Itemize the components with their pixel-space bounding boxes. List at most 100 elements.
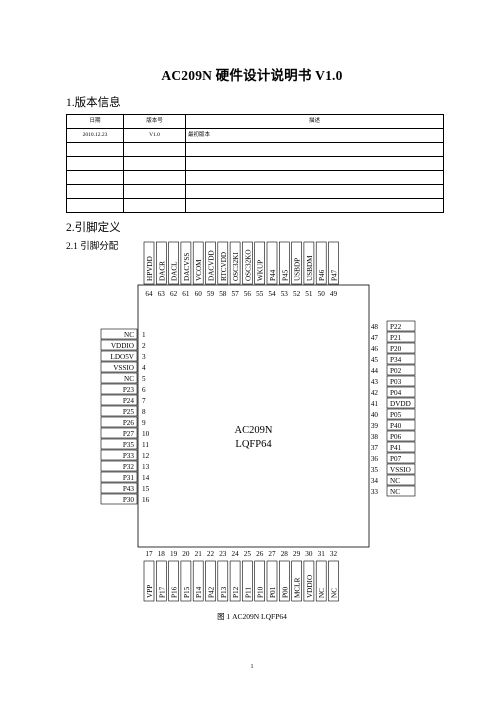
pin-label-box bbox=[100, 493, 138, 505]
pin-label-box bbox=[242, 560, 253, 602]
pin-number: 7 bbox=[142, 397, 146, 405]
pin-number: 13 bbox=[142, 463, 150, 471]
pin-number: 54 bbox=[268, 290, 276, 298]
pin-number: 4 bbox=[142, 364, 146, 372]
pin-number: 27 bbox=[268, 550, 276, 558]
pin-label-box bbox=[100, 328, 138, 340]
pin-number: 37 bbox=[371, 444, 379, 452]
pin-number: 58 bbox=[219, 290, 227, 298]
pin-name: DACVSS bbox=[183, 253, 191, 281]
pin-name: USBDP bbox=[294, 258, 302, 281]
pin-number: 44 bbox=[371, 367, 379, 375]
pin-name: P45 bbox=[281, 269, 289, 281]
pin-name: P33 bbox=[123, 452, 135, 460]
chip-package: LQFP64 bbox=[235, 439, 272, 450]
pin-name: HPVDD bbox=[146, 256, 154, 281]
pin-number: 34 bbox=[371, 477, 379, 485]
pin-name: P15 bbox=[183, 586, 191, 598]
pin-number: 60 bbox=[195, 290, 203, 298]
pin-label-box bbox=[386, 430, 416, 442]
pin-label-box bbox=[192, 241, 204, 285]
pin-name: P30 bbox=[123, 496, 135, 504]
pin-number: 62 bbox=[170, 290, 178, 298]
pin-number: 2 bbox=[142, 342, 146, 350]
pin-name: P00 bbox=[281, 586, 289, 598]
pin-name: P41 bbox=[390, 444, 402, 452]
pin-name: VSSIO bbox=[390, 466, 411, 474]
pin-name: NC bbox=[124, 331, 134, 339]
pin-name: NC bbox=[318, 588, 326, 598]
pin-label-box bbox=[303, 241, 315, 285]
pin-number: 30 bbox=[305, 550, 313, 558]
figure-caption: 图 1 AC209N LQFP64 bbox=[217, 612, 287, 621]
pin-label-box bbox=[143, 241, 155, 285]
pin-number: 8 bbox=[142, 408, 146, 416]
table-row bbox=[66, 198, 444, 213]
pin-name: NC bbox=[390, 477, 400, 485]
pin-number: 45 bbox=[371, 356, 379, 364]
pin-name: NC bbox=[124, 375, 134, 383]
pin-name: P17 bbox=[158, 586, 166, 598]
pin-number: 6 bbox=[142, 386, 146, 394]
pin-label-box bbox=[100, 372, 138, 384]
pin-label-box bbox=[386, 474, 416, 486]
pin-number: 23 bbox=[219, 550, 227, 558]
pin-label-box bbox=[386, 386, 416, 398]
pin-number: 40 bbox=[371, 411, 379, 419]
pin-label-box bbox=[386, 452, 416, 464]
pin-number: 25 bbox=[244, 550, 252, 558]
pin-label-box bbox=[278, 560, 290, 602]
pin-label-box bbox=[100, 427, 138, 439]
pin-label-box bbox=[100, 405, 138, 417]
pin-number: 17 bbox=[145, 550, 153, 558]
pin-name: P06 bbox=[390, 433, 402, 441]
pin-name: VDDIO bbox=[111, 342, 134, 350]
pin-label-box bbox=[217, 560, 229, 602]
pin-name: DVDD bbox=[390, 400, 411, 408]
pin-label-box bbox=[229, 560, 241, 602]
pin-number: 36 bbox=[371, 455, 379, 463]
pin-number: 11 bbox=[142, 441, 149, 449]
pin-name: VCOM bbox=[195, 259, 203, 281]
pin-number: 12 bbox=[142, 452, 150, 460]
pin-label-box bbox=[192, 560, 204, 602]
pin-name: VSSIO bbox=[113, 364, 134, 372]
section-heading-version-info: 1.版本信息 bbox=[66, 97, 121, 109]
pin-number: 20 bbox=[182, 550, 190, 558]
pin-label-box bbox=[100, 471, 138, 483]
pin-name: DACVDD bbox=[208, 250, 216, 281]
subsection-heading-pin-assignment: 2.1 引脚分配 bbox=[66, 242, 119, 252]
pin-label-box bbox=[315, 560, 327, 602]
pin-label-box bbox=[386, 364, 416, 376]
pin-name: P03 bbox=[390, 378, 402, 386]
pin-name: LDO5V bbox=[110, 353, 134, 361]
pin-number: 10 bbox=[142, 430, 150, 438]
pin-name: P12 bbox=[232, 586, 240, 598]
pin-name: WKUP bbox=[257, 260, 265, 281]
pin-number: 48 bbox=[371, 323, 379, 331]
pin-name: DACR bbox=[158, 261, 166, 281]
pin-number: 42 bbox=[371, 389, 379, 397]
pin-label-box bbox=[328, 560, 339, 602]
pin-label-box bbox=[254, 241, 265, 285]
pin-label-box bbox=[100, 482, 138, 494]
pin-name: P43 bbox=[123, 485, 135, 493]
page-number: 1 bbox=[250, 664, 254, 670]
pin-name: P21 bbox=[390, 334, 402, 342]
pin-number: 1 bbox=[142, 331, 146, 339]
pin-label-box bbox=[386, 320, 416, 332]
section-heading-pin-definition: 2.引脚定义 bbox=[66, 222, 121, 234]
pin-label-box bbox=[315, 241, 327, 285]
pin-number: 21 bbox=[195, 550, 203, 558]
pin-number: 63 bbox=[158, 290, 166, 298]
pin-number: 18 bbox=[158, 550, 166, 558]
pin-number: 41 bbox=[371, 400, 379, 408]
pin-name: NC bbox=[331, 588, 339, 598]
pin-name: RTCVDD bbox=[220, 252, 228, 281]
pin-number: 14 bbox=[142, 474, 150, 482]
pin-name: P10 bbox=[257, 586, 265, 598]
pin-name: P31 bbox=[123, 474, 135, 482]
pin-number: 56 bbox=[244, 290, 252, 298]
